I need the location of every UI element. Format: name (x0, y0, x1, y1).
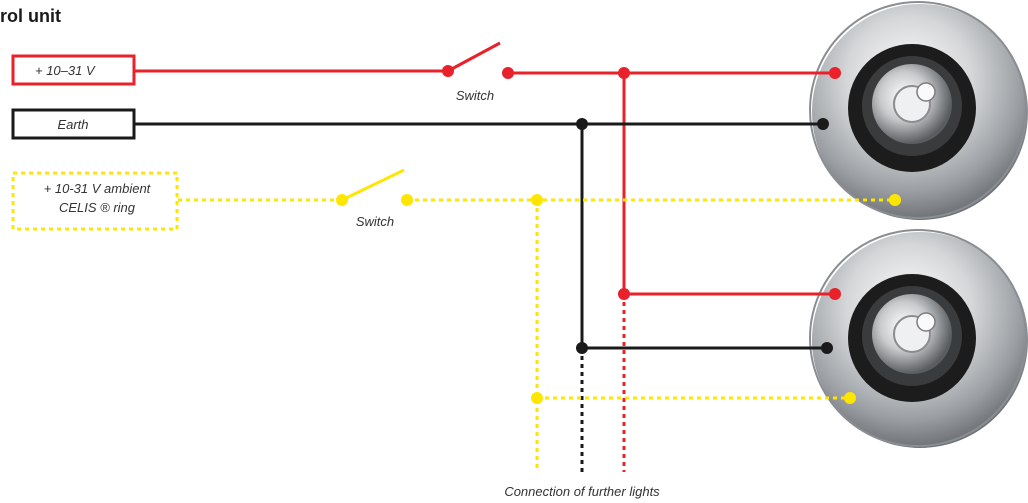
light-fixture-1 (809, 1, 1028, 220)
switch-label-supply: Switch (456, 88, 494, 103)
ambient-wire (178, 168, 901, 472)
ambient-label-line1: + 10-31 V ambient (44, 181, 152, 196)
switch-label-ambient: Switch (356, 214, 394, 229)
further-lights-label: Connection of further lights (504, 484, 660, 499)
earth-terminal-box (11, 108, 136, 140)
page-title: rol unit (0, 6, 61, 26)
earth-label: Earth (57, 117, 88, 132)
supply-terminal-box (11, 54, 136, 86)
ambient-label-line2: CELIS ® ring (59, 200, 136, 215)
light-fixture-2 (809, 229, 1028, 448)
earth-wire (134, 118, 833, 472)
supply-label: + 10–31 V (35, 63, 96, 78)
supply-wire (134, 41, 841, 472)
ambient-terminal-box (11, 171, 179, 231)
